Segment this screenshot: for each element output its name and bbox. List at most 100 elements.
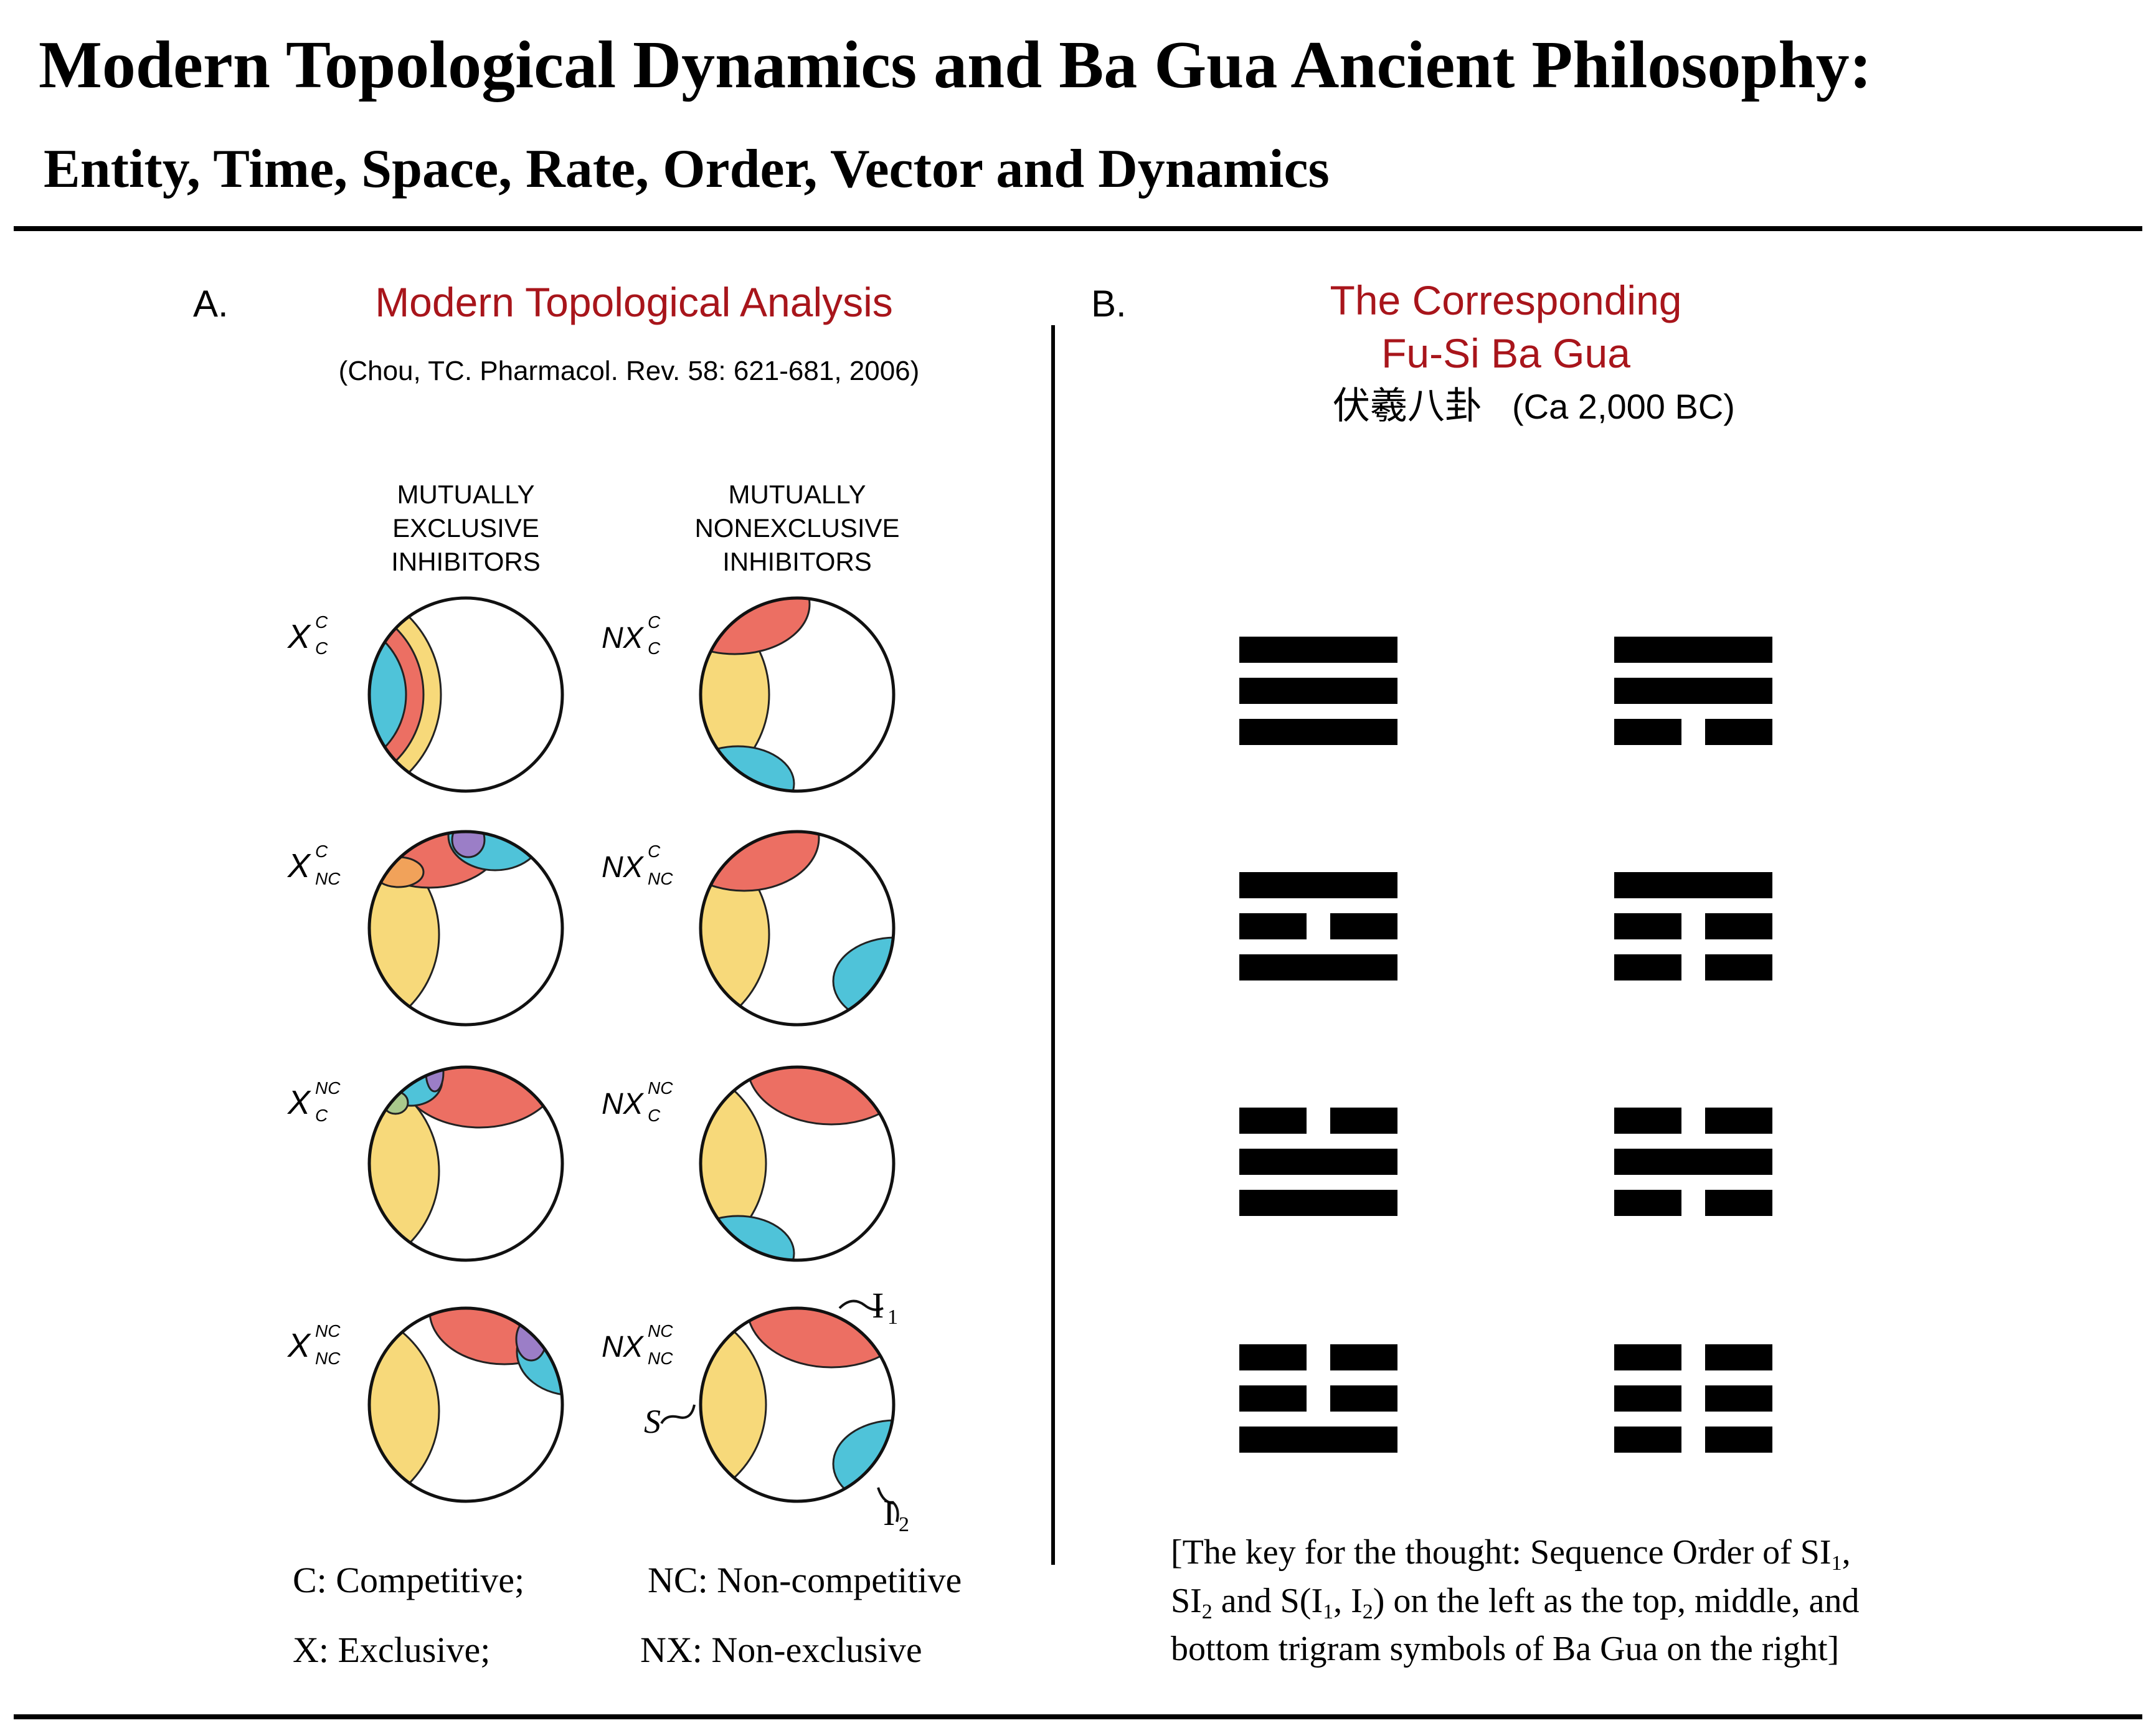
col2-header: MUTUALLY NONEXCLUSIVE INHIBITORS xyxy=(694,480,899,576)
yang-line xyxy=(1614,637,1772,663)
yin-line-segment xyxy=(1239,1344,1307,1370)
yin-line-segment xyxy=(1705,913,1772,939)
yang-line xyxy=(1614,678,1772,704)
panel-a-letter: A. xyxy=(193,283,229,325)
col1-header-line: INHIBITORS xyxy=(391,547,541,576)
col2-header-line: MUTUALLY xyxy=(729,480,866,509)
row4-left-label: X xyxy=(286,1327,311,1364)
legend-nonexclusive: NX: Non-exclusive xyxy=(640,1630,922,1670)
row-labels: X C C NX C C X C NC NX C NC X NC C NX NC… xyxy=(286,612,673,1368)
i2-label: I xyxy=(883,1493,895,1533)
yin-line-segment xyxy=(1239,1385,1307,1412)
panel-a-heading: Modern Topological Analysis xyxy=(375,279,893,325)
row1-right-label: NX xyxy=(602,622,645,655)
overlap-lobe xyxy=(451,832,486,858)
yin-line-segment xyxy=(1614,1385,1681,1412)
note-line-1: [The key for the thought: Sequence Order… xyxy=(1171,1533,1851,1575)
yang-line xyxy=(1239,1149,1397,1175)
page-title: Modern Topological Dynamics and Ba Gua A… xyxy=(39,28,1872,102)
i1-pointer xyxy=(838,1299,884,1311)
row1-left-label: X xyxy=(286,618,311,655)
yin-line-segment xyxy=(1239,1108,1307,1134)
title-divider xyxy=(14,226,2142,231)
row2-right-label: NX xyxy=(602,851,645,884)
inhibitor1-lobe xyxy=(746,1067,894,1126)
trigram xyxy=(1239,1108,1397,1216)
page-subtitle: Entity, Time, Space, Rate, Order, Vector… xyxy=(44,139,1330,199)
panel-a-citation: (Chou, TC. Pharmacol. Rev. 58: 621-681, … xyxy=(339,356,920,386)
inhibitor1-lobe xyxy=(428,1308,562,1365)
col1-header-line: MUTUALLY xyxy=(397,480,535,509)
yin-line-segment xyxy=(1330,913,1397,939)
enzyme-circle xyxy=(699,1306,896,1503)
diagram-x-c-c xyxy=(367,596,564,793)
yin-line-segment xyxy=(1330,1344,1397,1370)
row3-left-label: X xyxy=(286,1084,311,1121)
note-line-2: SI2 and S(I1, I2) on the left as the top… xyxy=(1171,1582,1859,1623)
note-line-3: bottom trigram symbols of Ba Gua on the … xyxy=(1171,1630,1839,1668)
row2-left-sub: NC xyxy=(315,869,341,888)
enzyme-circle xyxy=(699,1065,896,1262)
enzyme-circle xyxy=(367,596,564,793)
row4-right-sup: NC xyxy=(648,1321,673,1341)
i2-pointer xyxy=(877,1487,899,1522)
inhibitor2-lobe xyxy=(701,745,795,791)
diagram-x-nc-nc xyxy=(367,1306,564,1503)
row2-right-sup: C xyxy=(648,842,661,861)
trigram xyxy=(1614,872,1772,980)
enzyme-circle xyxy=(699,596,896,793)
legend-exclusive: X: Exclusive; xyxy=(293,1630,490,1670)
enzyme-circle xyxy=(367,830,564,1027)
inhibitor2-lobe xyxy=(369,617,407,772)
yang-line xyxy=(1239,1427,1397,1453)
row3-right-sup: NC xyxy=(648,1078,673,1098)
row4-right-sub: NC xyxy=(648,1349,673,1368)
yang-line xyxy=(1239,1190,1397,1216)
row4-left-sub: NC xyxy=(315,1349,341,1368)
col1-header: MUTUALLY EXCLUSIVE INHIBITORS xyxy=(391,480,541,576)
yin-line-segment xyxy=(1330,1385,1397,1412)
yang-line xyxy=(1239,678,1397,704)
inhibitor2-lobe xyxy=(832,936,894,1025)
legend-competitive: C: Competitive; xyxy=(293,1560,524,1600)
diagram-nx-c-nc xyxy=(699,830,896,1027)
bottom-divider xyxy=(14,1714,2142,1719)
trigram xyxy=(1239,1344,1397,1453)
col2-header-line: NONEXCLUSIVE xyxy=(694,513,899,543)
trigram xyxy=(1614,1108,1772,1216)
yang-line xyxy=(1614,872,1772,898)
row3-right-sub: C xyxy=(648,1106,661,1125)
row2-left-label: X xyxy=(286,847,311,885)
row1-left-sup: C xyxy=(315,612,328,632)
yin-line-segment xyxy=(1614,1427,1681,1453)
yin-line-segment xyxy=(1614,1108,1681,1134)
inhibitor2-lobe xyxy=(701,1215,795,1260)
panel-b-chinese: 伏羲八卦 xyxy=(1333,385,1482,427)
yin-line-segment xyxy=(1614,719,1681,745)
enzyme-circle xyxy=(699,830,896,1027)
col1-header-line: EXCLUSIVE xyxy=(392,513,539,543)
panel-b-heading-2: Fu-Si Ba Gua xyxy=(1381,330,1630,376)
enzyme-circle xyxy=(367,1065,564,1262)
legend: C: Competitive; NC: Non-competitive X: E… xyxy=(293,1560,962,1670)
s-label: S xyxy=(644,1403,661,1440)
s-pointer xyxy=(660,1404,696,1425)
diagram-x-c-nc xyxy=(367,830,564,1027)
trigram xyxy=(1239,872,1397,980)
trigram xyxy=(1614,1344,1772,1453)
yang-line xyxy=(1239,954,1397,980)
yang-line xyxy=(1239,637,1397,663)
panel-b-letter: B. xyxy=(1091,283,1127,325)
row1-right-sup: C xyxy=(648,612,661,632)
diagram-x-nc-c xyxy=(367,1065,564,1262)
i2-label-sub: 2 xyxy=(899,1513,909,1536)
yin-line-segment xyxy=(1614,913,1681,939)
yang-line xyxy=(1239,872,1397,898)
trigram xyxy=(1239,637,1397,745)
yin-line-segment xyxy=(1614,1344,1681,1370)
ba-gua-note: [The key for the thought: Sequence Order… xyxy=(1171,1533,1859,1668)
yang-line xyxy=(1239,719,1397,745)
i1-label: I xyxy=(872,1285,884,1326)
row1-right-sub: C xyxy=(648,639,661,658)
